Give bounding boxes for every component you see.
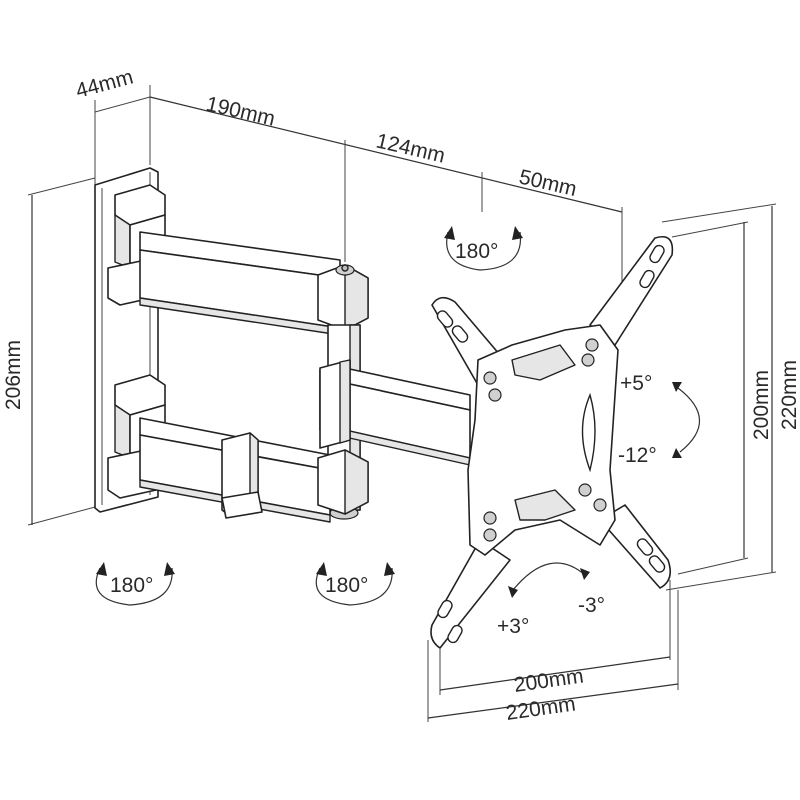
vesa-vertical-inner-label: 200mm <box>750 370 773 440</box>
wall-plate-height-label: 206mm <box>2 340 25 410</box>
top-swivel-label: 180° <box>455 240 498 263</box>
front-arm <box>319 359 471 466</box>
depth-label: 44mm <box>73 66 135 103</box>
vesa-vertical-outer-label: 220mm <box>778 360 800 430</box>
rotation-wall <box>95 562 175 606</box>
rotation-elbow <box>315 562 395 606</box>
upper-arm <box>139 231 369 336</box>
vesa-horizontal-outer-label: 220mm <box>504 692 577 725</box>
rotation-level <box>508 562 590 598</box>
wall-swivel-label: 180° <box>110 574 153 597</box>
arm-length-label: 190mm <box>204 92 277 130</box>
second-arm-label: 124mm <box>374 129 447 167</box>
plate-offset-label: 50mm <box>517 165 579 201</box>
tilt-down-label: -12° <box>618 444 657 467</box>
rotation-top <box>444 226 523 271</box>
lower-arm <box>139 417 369 523</box>
level-minus-label: -3° <box>578 594 605 617</box>
dimension-lines <box>27 85 777 722</box>
tilt-up-label: +5° <box>620 372 652 395</box>
vesa-horizontal-inner-label: 200mm <box>512 664 585 697</box>
vesa-plate <box>430 236 674 649</box>
elbow-swivel-label: 180° <box>325 574 368 597</box>
rotation-tilt <box>672 382 701 458</box>
level-plus-label: +3° <box>497 615 529 638</box>
